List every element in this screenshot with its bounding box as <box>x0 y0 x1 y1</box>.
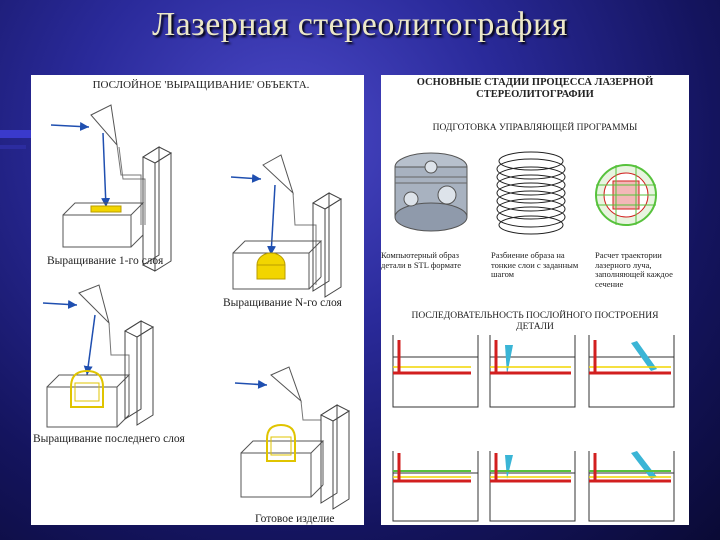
stage-label-stl: Компьютерный образ детали в STL формате <box>381 251 481 270</box>
sequence-frame-1-3 <box>589 335 674 407</box>
finished-part-illustration <box>235 367 349 509</box>
stage-label-laser-path: Расчет траектории лазерного луча, заполн… <box>595 251 689 289</box>
caption-stage-1: Выращивание 1-го слоя <box>47 255 163 267</box>
stl-piston-illustration <box>395 153 467 231</box>
slide-title: Лазерная стереолитография <box>0 6 720 44</box>
sequence-subheader-line2: ДЕТАЛИ <box>381 322 689 332</box>
laser-path-cross-section <box>596 165 656 225</box>
process-stages-diagram <box>381 75 689 525</box>
stage-last-illustration <box>43 285 153 427</box>
stage-n-illustration <box>231 155 341 297</box>
stage-1-illustration <box>51 105 171 271</box>
layer-growth-panel: ПОСЛОЙНОЕ 'ВЫРАЩИВАНИЕ' ОБЪЕКТА. <box>31 75 364 525</box>
sequence-frame-2-3 <box>589 451 674 521</box>
sequence-frame-1-1 <box>393 335 478 407</box>
stage-label-slicing: Разбиение образа на тонкие слои с заданн… <box>491 251 579 280</box>
sequence-frame-2-1 <box>393 451 478 521</box>
caption-stage-last: Выращивание последнего слоя <box>33 433 185 445</box>
sequence-frame-2-2 <box>490 451 575 521</box>
sequence-frame-1-2 <box>490 335 575 407</box>
caption-finished: Готовое изделие <box>255 513 335 525</box>
sliced-model-illustration <box>497 152 565 234</box>
process-stages-panel: ОСНОВНЫЕ СТАДИИ ПРОЦЕССА ЛАЗЕРНОЙ СТЕРЕО… <box>381 75 689 525</box>
sequence-subheader-line1: ПОСЛЕДОВАТЕЛЬНОСТЬ ПОСЛОЙНОГО ПОСТРОЕНИЯ <box>381 311 689 321</box>
caption-stage-n: Выращивание N-го слоя <box>223 297 342 309</box>
decorative-bar-thin <box>0 145 26 149</box>
